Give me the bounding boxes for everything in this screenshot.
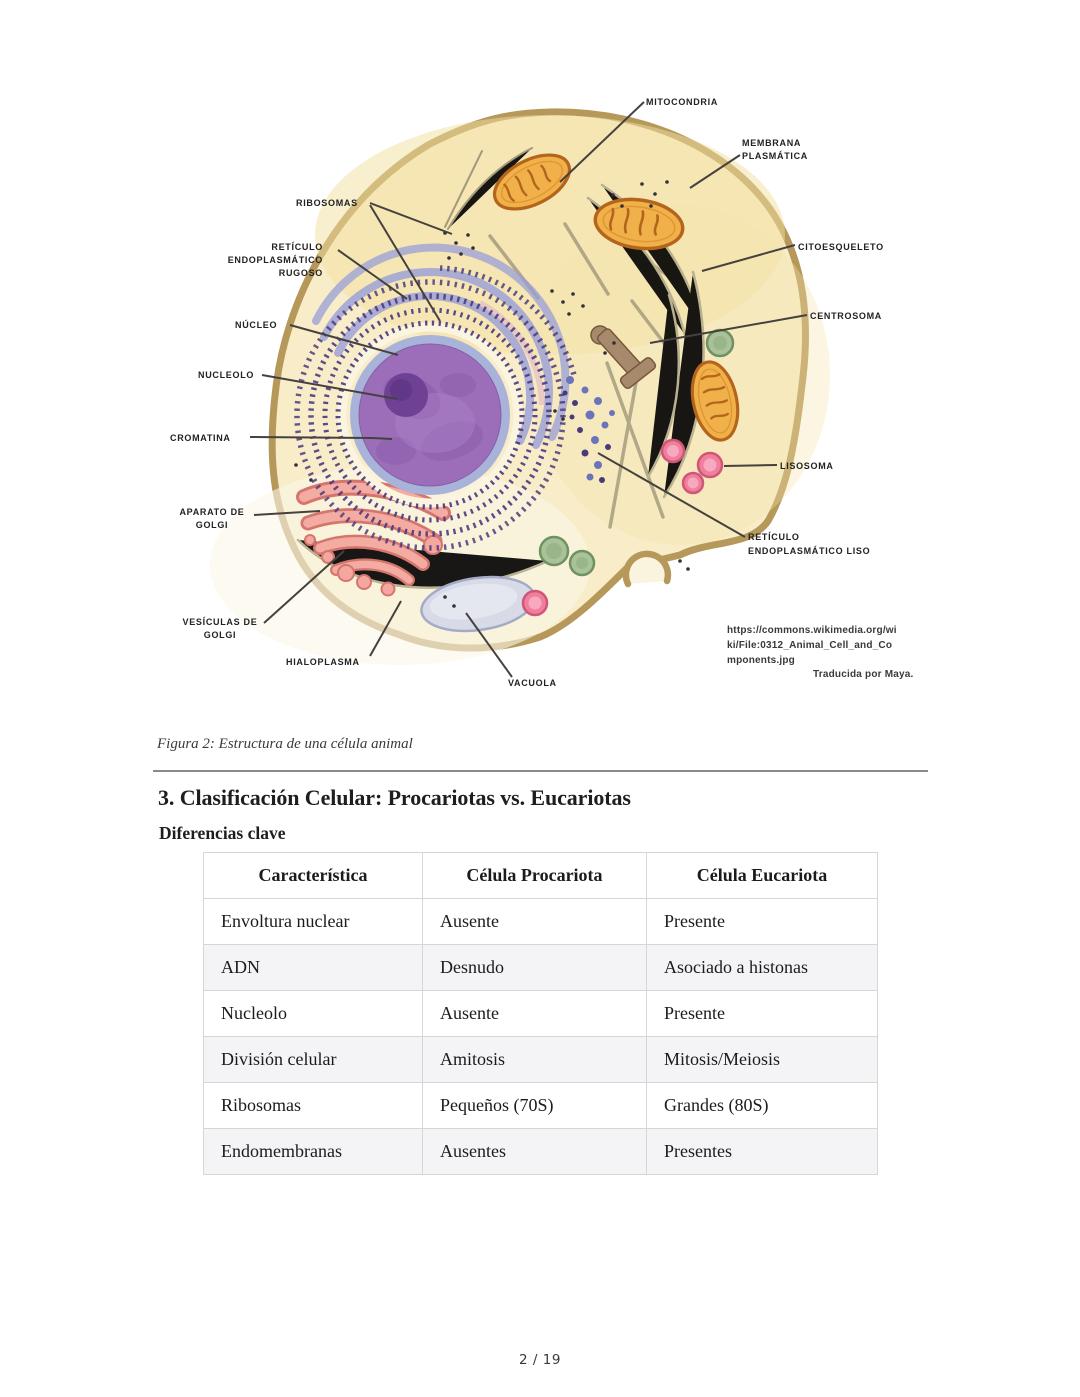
label-vacuola: VACUOLA <box>508 678 557 688</box>
table-cell: División celular <box>203 1036 423 1083</box>
nucleolus <box>384 373 428 417</box>
table-cell: Pequeños (70S) <box>422 1082 647 1129</box>
table-cell: Ausentes <box>422 1128 647 1175</box>
figure-caption: Figura 2: Estructura de una célula anima… <box>157 736 413 752</box>
table-row: ADN Desnudo Asociado a histonas <box>203 944 878 991</box>
label-vesiculas-1: VESÍCULAS DE <box>183 617 258 627</box>
table-cell: Mitosis/Meiosis <box>646 1036 878 1083</box>
leader-ribosomas-a <box>369 202 453 235</box>
label-ribosomas: RIBOSOMAS <box>296 198 358 208</box>
table-cell: Asociado a histonas <box>646 944 878 991</box>
table-row: División celular Amitosis Mitosis/Meiosi… <box>203 1036 878 1083</box>
table-row: Ribosomas Pequeños (70S) Grandes (80S) <box>203 1082 878 1129</box>
vacuole <box>420 575 536 633</box>
label-vesiculas-2: GOLGI <box>204 630 237 640</box>
leader-centrosoma <box>649 314 808 344</box>
rough-er <box>294 243 577 551</box>
table-cell: Envoltura nuclear <box>203 898 423 945</box>
table-cell: Desnudo <box>422 944 647 991</box>
label-mitocondria: MITOCONDRIA <box>646 97 718 107</box>
table-cell: Grandes (80S) <box>646 1082 878 1129</box>
peroxisomes <box>538 328 735 577</box>
table-cell: Presentes <box>646 1128 878 1175</box>
column-header: Célula Eucariota <box>646 852 878 899</box>
leader-reticulo-rugoso <box>337 249 408 300</box>
leader-membrana <box>689 154 741 189</box>
credit-line-4: Traducida por Maya. <box>813 669 914 680</box>
leader-citoesqueleto <box>701 244 796 272</box>
membrane-fold <box>622 550 672 588</box>
leader-vesiculas-golgi <box>263 550 345 624</box>
table-row: Envoltura nuclear Ausente Presente <box>203 898 878 945</box>
label-rer-2: ENDOPLASMÁTICO <box>228 255 323 265</box>
column-header: Característica <box>203 852 423 899</box>
leader-lisosoma <box>723 464 778 467</box>
table-row: Endomembranas Ausentes Presentes <box>203 1128 878 1175</box>
comparison-table: Característica Célula Procariota Célula … <box>203 852 878 1175</box>
diagram-labels: MITOCONDRIA MEMBRANA PLASMÁTICA RIBOSOMA… <box>170 97 884 688</box>
credit-line-1: https://commons.wikimedia.org/wi <box>727 625 897 636</box>
image-credit: https://commons.wikimedia.org/wi ki/File… <box>727 625 914 680</box>
credit-line-3: mponents.jpg <box>727 655 795 666</box>
label-lisosoma: LISOSOMA <box>780 461 834 471</box>
table-cell: Nucleolo <box>203 990 423 1037</box>
column-header: Célula Procariota <box>422 852 647 899</box>
label-membrana-2: PLASMÁTICA <box>742 151 808 161</box>
label-citoesqueleto: CITOESQUELETO <box>798 242 884 252</box>
label-rel-2: ENDOPLASMÁTICO LISO <box>748 546 870 556</box>
label-rer-1: RETÍCULO <box>271 242 323 252</box>
section-heading: 3. Clasificación Celular: Procariotas vs… <box>158 785 631 810</box>
label-hialoplasma: HIALOPLASMA <box>286 657 360 667</box>
table-cell: Endomembranas <box>203 1128 423 1175</box>
table-cell: Amitosis <box>422 1036 647 1083</box>
leader-aparato-golgi <box>253 510 321 516</box>
leader-cromatina-tip <box>371 437 393 440</box>
section-subheading: Diferencias clave <box>159 823 286 843</box>
leader-lines <box>249 101 808 678</box>
table-header-row: Característica Célula Procariota Célula … <box>203 852 878 899</box>
leader-cromatina <box>249 436 373 439</box>
leader-nucleolo <box>261 374 398 400</box>
section-divider <box>153 770 928 772</box>
label-nucleolo: NUCLEOLO <box>198 370 254 380</box>
nucleus <box>350 335 510 495</box>
leader-ribosomas-b <box>369 204 441 322</box>
label-golgi-1: APARATO DE <box>179 507 244 517</box>
leader-reticulo-liso <box>597 452 746 538</box>
label-rel-1: RETÍCULO <box>748 532 800 542</box>
label-membrana-1: MEMBRANA <box>742 138 801 148</box>
table-cell: ADN <box>203 944 423 991</box>
label-rer-3: RUGOSO <box>279 268 323 278</box>
table-row: Nucleolo Ausente Presente <box>203 990 878 1037</box>
label-golgi-2: GOLGI <box>196 520 229 530</box>
credit-line-2: ki/File:0312_Animal_Cell_and_Co <box>727 640 892 651</box>
label-nucleo: NÚCLEO <box>235 319 277 330</box>
leader-nucleo <box>289 324 399 356</box>
label-cromatina: CROMATINA <box>170 433 231 443</box>
table-cell: Ribosomas <box>203 1082 423 1129</box>
centrosome <box>590 325 657 389</box>
leader-vacuola <box>465 612 513 678</box>
table-cell: Presente <box>646 898 878 945</box>
page-indicator: 2 / 19 <box>519 1352 561 1368</box>
table-cell: Ausente <box>422 990 647 1037</box>
golgi-vesicles <box>304 534 443 597</box>
smooth-er-vesicles <box>562 376 615 483</box>
lysosomes <box>521 438 724 617</box>
leader-mitocondria <box>559 101 645 183</box>
cell-diagram-figure: MITOCONDRIA MEMBRANA PLASMÁTICA RIBOSOMA… <box>150 85 932 703</box>
table-cell: Ausente <box>422 898 647 945</box>
table-cell: Presente <box>646 990 878 1037</box>
label-centrosoma: CENTROSOMA <box>810 311 882 321</box>
leader-hialoplasma <box>369 600 402 657</box>
